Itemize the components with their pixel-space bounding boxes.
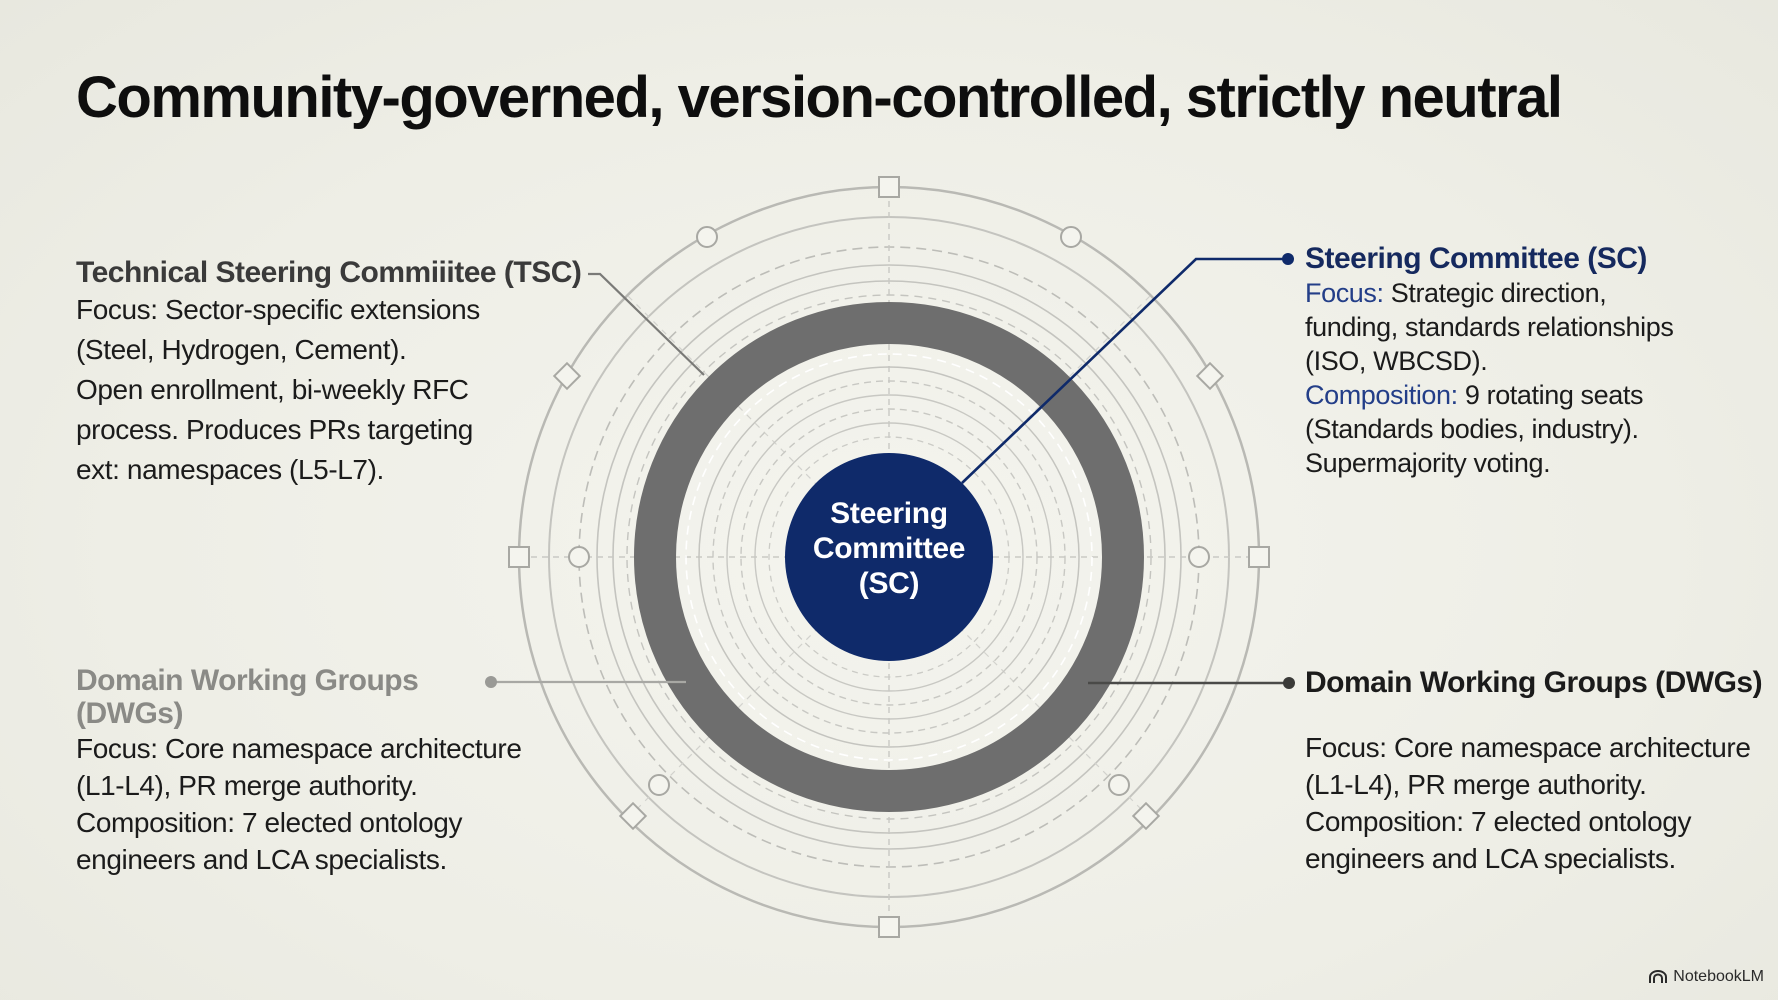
tsc-line: Focus: Sector-specific extensions	[76, 294, 480, 325]
tsc-line: ext: namespaces (L5-L7).	[76, 454, 384, 485]
inner-ring-2	[712, 380, 1066, 734]
center-label: Steering Committee (SC)	[784, 496, 994, 601]
dwg-left-line: Focus: Core namespace architecture	[76, 733, 522, 764]
inner-ring-4	[740, 408, 1038, 706]
inner-ring-1	[698, 366, 1080, 748]
connector-dwg-right-dot	[1283, 677, 1295, 689]
center-disc	[785, 453, 993, 661]
tsc-line: process. Produces PRs targeting	[76, 414, 473, 445]
connector-tsc	[588, 272, 705, 376]
tsc-heading: Technical Steering Commiiitee (TSC)	[76, 256, 582, 289]
marker-dot-sw	[648, 774, 670, 796]
dwg-right-block: Domain Working Groups (DWGs) Focus: Core…	[1305, 666, 1775, 877]
inner-ring-3	[726, 394, 1052, 720]
marker-square-top	[878, 176, 900, 198]
connector-sc	[961, 257, 1288, 484]
dwg-left-heading-line: (DWGs)	[76, 697, 183, 730]
notebooklm-logo-icon	[1649, 970, 1668, 983]
sc-focus-text: Strategic direction,	[1383, 278, 1607, 308]
brand-name: NotebookLM	[1673, 968, 1764, 985]
sc-composition-text: 9 rotating seats	[1457, 380, 1644, 410]
band-dashed-ring	[685, 353, 1093, 761]
sc-heading: Steering Committee (SC)	[1305, 242, 1647, 275]
dwg-left-line: Composition: 7 elected ontology	[76, 807, 463, 838]
marker-square-right	[1248, 546, 1270, 568]
tsc-body: Focus: Sector-specific extensions (Steel…	[76, 290, 616, 490]
sc-composition-label: Composition:	[1305, 380, 1458, 410]
marker-dot-se	[1108, 774, 1130, 796]
inner-ring-6	[768, 436, 1010, 678]
marker-diamond-nw	[552, 361, 582, 391]
sc-block: Steering Committee (SC) Focus: Strategic…	[1305, 242, 1775, 480]
sc-focus-line: funding, standards relationships	[1305, 312, 1674, 342]
marker-square-left	[508, 546, 530, 568]
dwg-left-body: Focus: Core namespace architecture (L1-L…	[76, 730, 556, 878]
tsc-line: (Steel, Hydrogen, Cement).	[76, 334, 407, 365]
dwg-right-body: Focus: Core namespace architecture (L1-L…	[1305, 729, 1775, 877]
dwg-right-line: (L1-L4), PR merge authority.	[1305, 769, 1647, 800]
page-title: Community-governed, version-controlled, …	[76, 65, 1563, 130]
sc-composition-line: (Standards bodies, industry).	[1305, 414, 1639, 444]
dark-band-ring	[634, 302, 1144, 812]
marker-dot-ne	[1060, 226, 1082, 248]
marker-dot-e	[1188, 546, 1210, 568]
marker-diamond-sw	[618, 801, 648, 831]
sc-focus-line: Focus: Strategic direction,	[1305, 276, 1775, 310]
dwg-right-line: Focus: Core namespace architecture	[1305, 732, 1751, 763]
center-label-line: Committee	[812, 532, 966, 565]
marker-dot-nw	[696, 226, 718, 248]
sc-focus-line: (ISO, WBCSD).	[1305, 346, 1488, 376]
sc-body: Focus: Strategic direction, funding, sta…	[1305, 276, 1775, 480]
center-label-line: Steering	[830, 497, 948, 530]
tsc-line: Open enrollment, bi-weekly RFC	[76, 374, 469, 405]
dwg-left-heading-line: Domain Working Groups	[76, 664, 419, 697]
marker-dot-w	[568, 546, 590, 568]
brand-watermark: NotebookLM	[1649, 968, 1764, 986]
dwg-right-heading: Domain Working Groups (DWGs)	[1305, 666, 1763, 699]
sc-composition-line: Composition: 9 rotating seats	[1305, 378, 1775, 412]
dwg-left-heading: Domain Working Groups (DWGs)	[76, 664, 556, 730]
dwg-right-line: engineers and LCA specialists.	[1305, 843, 1676, 874]
tsc-block: Technical Steering Commiiitee (TSC) Focu…	[76, 256, 616, 490]
dwg-left-block: Domain Working Groups (DWGs) Focus: Core…	[76, 664, 556, 878]
sc-composition-line: Supermajority voting.	[1305, 448, 1551, 478]
sc-focus-label: Focus:	[1305, 278, 1384, 308]
dwg-left-line: (L1-L4), PR merge authority.	[76, 770, 418, 801]
connector-dwg-left-dot	[485, 676, 497, 688]
center-label-line: (SC)	[858, 567, 920, 600]
connector-sc-dot	[1282, 253, 1294, 265]
marker-square-bottom	[878, 916, 900, 938]
marker-diamond-ne	[1195, 361, 1225, 391]
marker-diamond-se	[1131, 801, 1161, 831]
dwg-left-line: engineers and LCA specialists.	[76, 844, 447, 875]
inner-ring-5	[754, 422, 1024, 692]
dwg-right-line: Composition: 7 elected ontology	[1305, 806, 1692, 837]
